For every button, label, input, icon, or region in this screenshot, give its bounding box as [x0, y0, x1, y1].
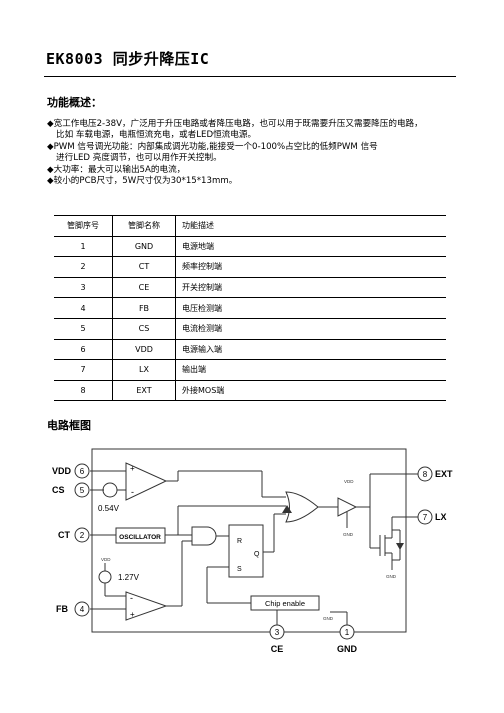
- or-gate: [285, 491, 319, 523]
- page-title: EK8003 同步升降压IC: [46, 50, 210, 68]
- and-gate: [191, 526, 217, 546]
- cs-comp-minus: -: [131, 487, 134, 497]
- diagram-heading: 电路框图: [47, 419, 91, 432]
- arrow-icon: [282, 505, 292, 513]
- pin-8-circle: [417, 466, 433, 482]
- chip-outline: [91, 448, 407, 633]
- pin-4-circle: [74, 601, 90, 617]
- gnd-small-label-3: GND: [323, 616, 334, 621]
- overview-line: ◆较小的PCB尺寸，5W尺寸仅为30*15*13mm。: [47, 176, 238, 187]
- sr-latch: [228, 524, 264, 578]
- pin-3-circle: [269, 624, 285, 640]
- pin-cs-label: CS: [52, 485, 65, 495]
- gnd-small-label: GND: [343, 532, 354, 537]
- gnd-small-label-2: GND: [386, 574, 397, 579]
- pin-vdd-label: VDD: [52, 466, 72, 476]
- oscillator-label: OSCILLATOR: [119, 534, 161, 541]
- pin-6-number: 6: [80, 467, 85, 476]
- pin-gnd-label: GND: [337, 644, 358, 654]
- pin-lx-label: LX: [435, 512, 447, 522]
- pin-function: 外接MOS端: [175, 379, 446, 402]
- diode-icon: [396, 543, 404, 550]
- pin-2-circle: [74, 527, 90, 543]
- overview-line: 进行LED 亮度调节，也可以用作开关控制。: [56, 153, 222, 164]
- pin-2-number: 2: [80, 531, 85, 540]
- latch-r-label: R: [237, 538, 242, 545]
- pin-6-circle: [74, 463, 90, 479]
- overview-line: 比如 车载电源，电瓶恒流充电，或者LED恒流电源。: [56, 130, 257, 141]
- ref-127-label: 1.27V: [118, 573, 140, 582]
- latch-s-label: S: [237, 566, 242, 573]
- ref-127-source: [98, 570, 112, 584]
- pin-ce-label: CE: [271, 644, 284, 654]
- pin-1-number: 1: [345, 628, 350, 637]
- pin-5-number: 5: [80, 486, 85, 495]
- overview-line: ◆PWM 信号调光功能：内部集成调光功能,能接受一个0-100%占空比的低频PW…: [47, 141, 378, 152]
- ref-054-label: 0.54V: [98, 504, 120, 513]
- output-buffer: [337, 497, 358, 517]
- pin-7-number: 7: [423, 513, 428, 522]
- vdd-small-label-2: VDD: [101, 557, 111, 562]
- pin-5-circle: [74, 482, 90, 498]
- title-divider: [44, 76, 456, 77]
- pin-8-number: 8: [423, 470, 428, 479]
- pin-ct-label: CT: [58, 530, 70, 540]
- pin-7-circle: [417, 509, 433, 525]
- pin-4-number: 4: [80, 605, 85, 614]
- overview-line: ◆宽工作电压2-38V，广泛用于升压电路或者降压电路，也可以用于既需要升压又需要…: [47, 119, 423, 129]
- pin-3-number: 3: [275, 628, 280, 637]
- pin-number: 8: [54, 379, 113, 402]
- overview-text: ◆宽工作电压2-38V，广泛用于升压电路或者降压电路，也可以用于既需要升压又需要…: [47, 119, 467, 187]
- chip-enable-label: Chip enable: [265, 599, 305, 608]
- pin-fb-label: FB: [56, 604, 68, 614]
- overview-line: ◆大功率：最大可以输出5A的电流，: [47, 164, 186, 175]
- fb-amp-plus: +: [130, 610, 135, 619]
- overview-heading: 功能概述：: [47, 96, 102, 109]
- latch-q-label: Q: [254, 551, 260, 558]
- ref-054-source: [102, 482, 118, 498]
- table-header-row: 管脚序号 管脚名称 功能描述: [54, 215, 446, 237]
- vdd-small-label: VDD: [344, 479, 354, 484]
- cs-comp-plus: +: [130, 464, 135, 473]
- cs-comparator: [125, 462, 168, 501]
- pin-1-circle: [339, 624, 355, 640]
- fb-amplifier: [125, 591, 168, 621]
- pin-name: EXT: [112, 379, 176, 402]
- fb-amp-minus: -: [130, 593, 133, 603]
- pin-ext-label: EXT: [435, 469, 453, 479]
